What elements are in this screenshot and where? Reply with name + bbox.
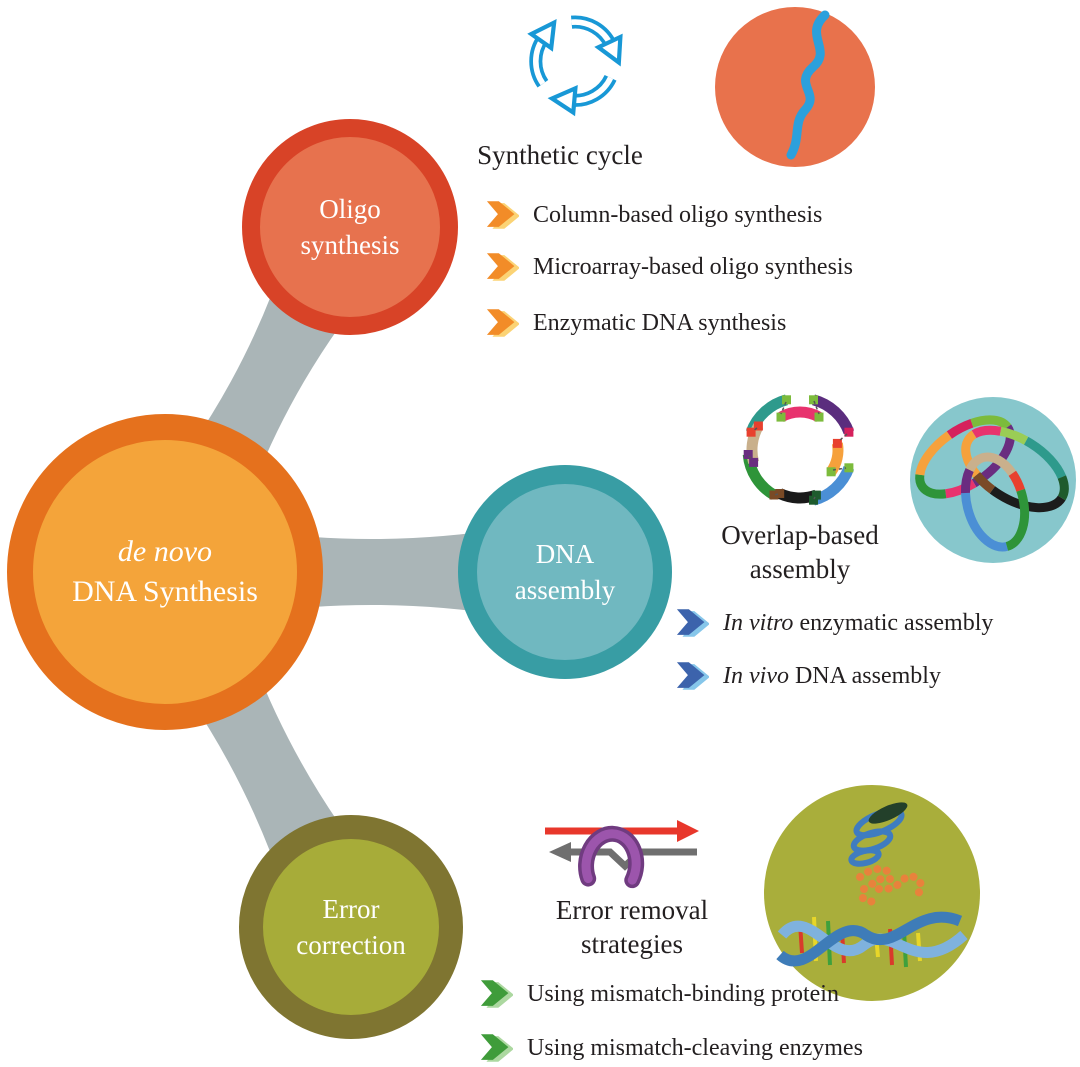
italic-term: In vivo <box>723 662 789 689</box>
error-label-line2: correction <box>296 930 406 960</box>
branch-node-dna-assembly: DNA assembly <box>458 465 672 679</box>
assembly-caption-line2: assembly <box>749 554 851 584</box>
oligo-label-line2: synthesis <box>300 230 400 260</box>
oligo-node-label: Oligo synthesis <box>300 191 399 263</box>
list-item-label: Column-based oligo synthesis <box>533 201 823 228</box>
list-item-label: Microarray-based oligo synthesis <box>533 253 853 280</box>
assembly-label-line2: assembly <box>514 575 616 605</box>
list-item-column-based: Column-based oligo synthesis <box>486 199 822 231</box>
list-item-in-vitro-assembly: In vitro enzymatic assembly <box>676 607 993 639</box>
plasmid-overlap-icon <box>742 394 855 506</box>
oligo-caption: Synthetic cycle <box>477 140 643 170</box>
list-item-label: In vivo DNA assembly <box>723 663 941 690</box>
central-node-label: de novo DNA Synthesis <box>72 532 258 612</box>
error-node-label: Error correction <box>296 891 405 963</box>
error-caption-line1: Error removal <box>555 895 709 925</box>
list-item-label: Enzymatic DNA synthesis <box>533 309 787 336</box>
assembly-caption-line1: Overlap-based <box>721 520 879 550</box>
error-label-line1: Error <box>322 894 380 924</box>
list-item-enzymatic-synthesis: Enzymatic DNA synthesis <box>486 307 786 339</box>
list-item-label: In vitro enzymatic assembly <box>723 610 993 637</box>
chevron-bullet-icon <box>480 980 513 1008</box>
list-item-in-vivo-assembly: In vivo DNA assembly <box>676 660 941 692</box>
central-label-line2: DNA Synthesis <box>72 575 258 608</box>
term-rest: DNA assembly <box>788 662 941 689</box>
list-item-label: Using mismatch-binding protein <box>527 980 839 1007</box>
overlap-dashed-links <box>748 400 848 500</box>
chevron-bullet-icon <box>676 609 709 637</box>
error-caption-line2: strategies <box>581 929 683 959</box>
recycle-cycle-icon <box>527 15 623 117</box>
assembly-node-label: DNA assembly <box>515 536 616 608</box>
error-removal-arrows-icon <box>545 820 699 889</box>
chevron-bullet-icon <box>480 1034 513 1062</box>
branch-node-error-correction: Error correction <box>239 815 463 1039</box>
list-item-microarray-based: Microarray-based oligo synthesis <box>486 251 853 283</box>
central-node-de-novo-dna-synthesis: de novo DNA Synthesis <box>7 414 323 730</box>
dna-helix-circle-icon <box>764 785 980 1001</box>
overlap-junction-squares <box>743 395 854 505</box>
term-rest: enzymatic assembly <box>793 609 994 636</box>
list-item-label: Using mismatch-cleaving enzymes <box>527 1034 863 1061</box>
chevron-bullet-icon <box>486 253 519 281</box>
list-item-mismatch-binding: Using mismatch-binding protein <box>480 978 839 1010</box>
dna-strand-circle-icon <box>715 7 875 167</box>
chevron-bullet-icon <box>486 201 519 229</box>
assembly-label-line1: DNA <box>535 539 595 569</box>
italic-term: In vitro <box>723 609 794 636</box>
error-caption: Error removal strategies <box>480 893 784 961</box>
chevron-bullet-icon <box>676 662 709 690</box>
tangled-plasmids-circle-icon <box>910 397 1076 563</box>
oligo-label-line1: Oligo <box>319 194 381 224</box>
list-item-mismatch-cleaving: Using mismatch-cleaving enzymes <box>480 1032 863 1064</box>
central-label-line1: de novo <box>117 535 213 568</box>
assembly-caption: Overlap-based assembly <box>650 518 950 586</box>
chevron-bullet-icon <box>486 309 519 337</box>
